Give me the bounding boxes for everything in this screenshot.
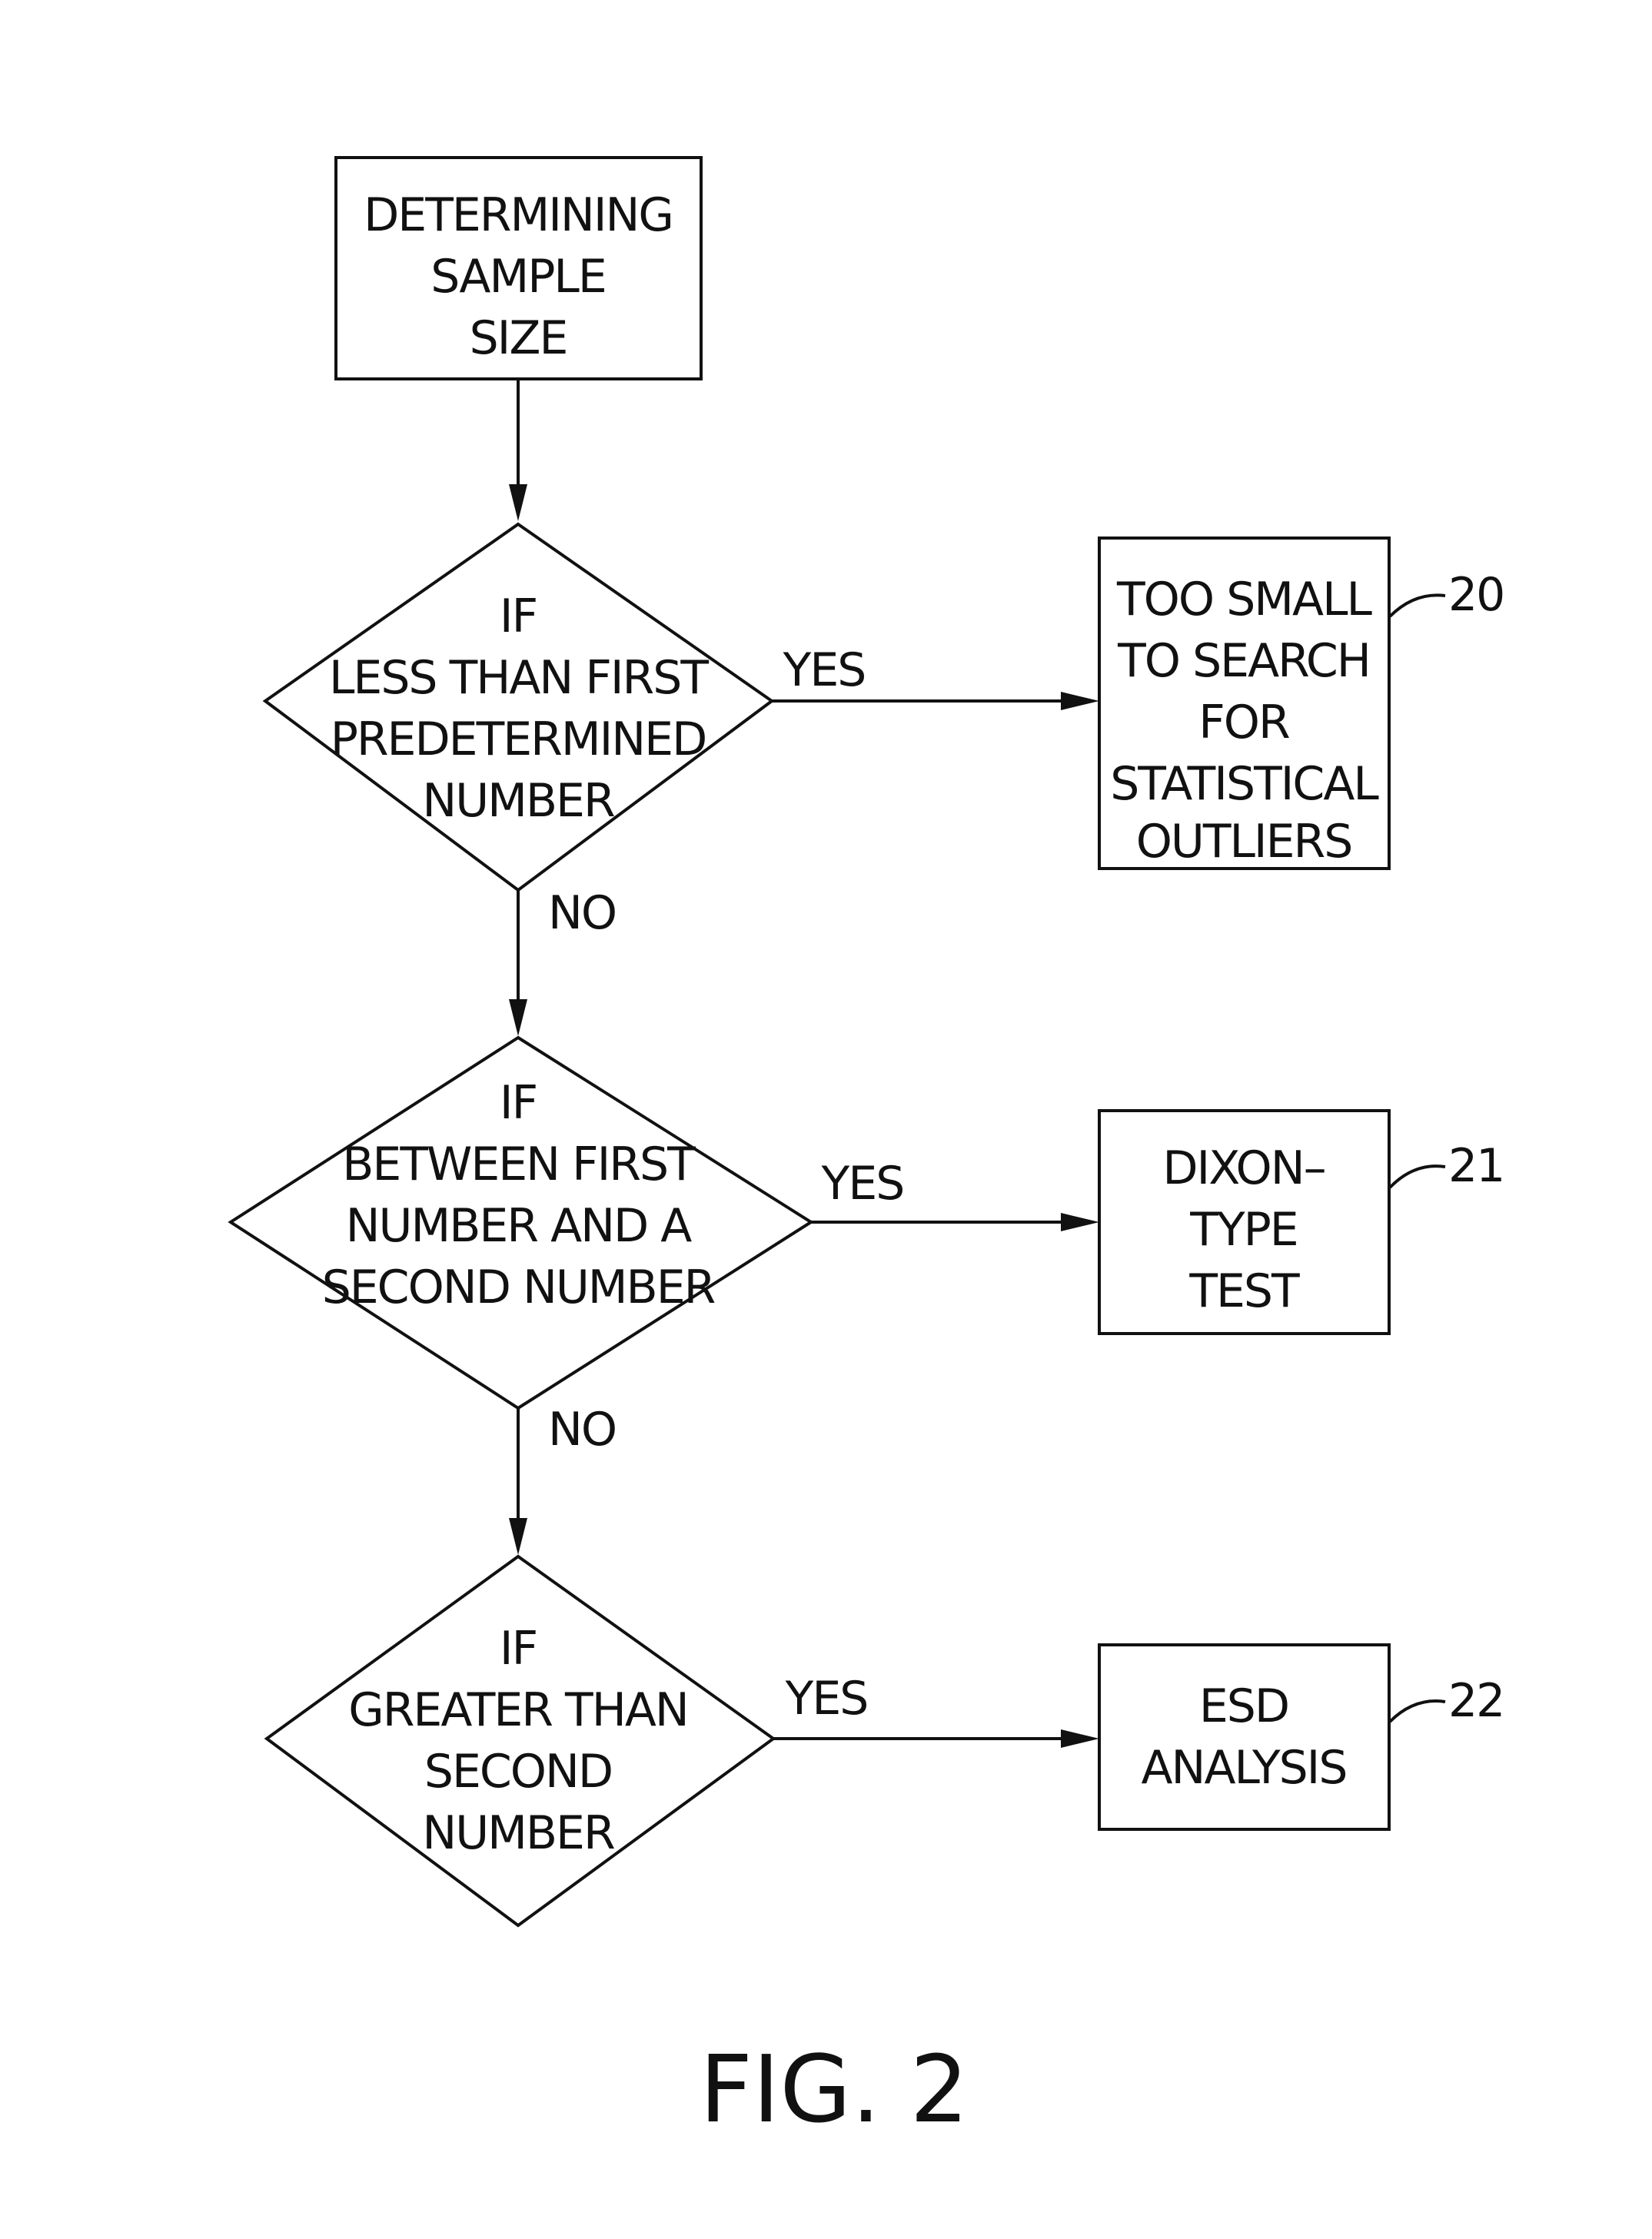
outcome-21-line-1: DIXON– [1162,1141,1325,1195]
decision-3-line-2: GREATER THAN [348,1683,688,1737]
decision-3-line-3: SECOND [424,1745,612,1799]
figure-label: FIG. 2 [700,2037,969,2144]
start-box-line-2: SAMPLE [430,250,606,304]
decision-3-line-4: NUMBER [422,1806,614,1860]
outcome-20-line-4: STATISTICAL [1110,757,1379,811]
outcome-20-line-1: TOO SMALL [1116,573,1373,626]
decision-3-line-1: IF [500,1622,537,1676]
ref-21-leader [1390,1166,1445,1188]
ref-21-number: 21 [1448,1139,1504,1193]
ref-20-number: 20 [1448,568,1504,622]
start-box-line-1: DETERMINING [364,188,673,242]
decision-2-no-label: NO [548,1403,616,1457]
outcome-20-line-2: TO SEARCH [1117,634,1370,688]
decision-2-line-3: NUMBER AND A [346,1199,693,1253]
outcome-22-line-2: ANALYSIS [1142,1741,1347,1795]
arrowhead-decision-1-no [509,999,527,1036]
decision-1-diamond [265,524,772,890]
outcome-22-box [1099,1645,1389,1829]
arrowhead-decision-2-yes [1061,1213,1099,1231]
outcome-20-line-3: FOR [1198,696,1289,749]
outcome-21-line-2: TYPE [1189,1203,1297,1257]
arrowhead-decision-1-yes [1061,692,1099,710]
outcome-22-line-1: ESD [1199,1679,1288,1733]
decision-2-yes-label: YES [821,1157,904,1211]
decision-2-line-1: IF [500,1076,537,1130]
outcome-21-line-3: TEST [1188,1264,1300,1318]
outcome-20-line-5: OUTLIERS [1136,815,1352,869]
decision-3-diamond [267,1556,773,1925]
decision-1-line-2: LESS THAN FIRST [329,651,709,705]
decision-1-no-label: NO [548,886,616,940]
arrowhead-decision-3-yes [1061,1729,1099,1748]
decision-1-yes-label: YES [783,643,866,697]
decision-2-line-2: BETWEEN FIRST [342,1138,696,1191]
decision-3-yes-label: YES [785,1672,868,1726]
decision-2-line-4: SECOND NUMBER [322,1261,715,1314]
start-box-line-3: SIZE [470,311,567,365]
ref-22-leader [1390,1701,1445,1722]
decision-1-line-4: NUMBER [422,774,614,828]
ref-22-number: 22 [1448,1674,1504,1728]
arrowhead-decision-2-no [509,1518,527,1555]
arrowhead-start-to-decision-1 [509,484,527,521]
ref-20-leader [1390,595,1445,616]
decision-1-line-3: PREDETERMINED [331,713,706,766]
decision-1-line-1: IF [500,590,537,643]
